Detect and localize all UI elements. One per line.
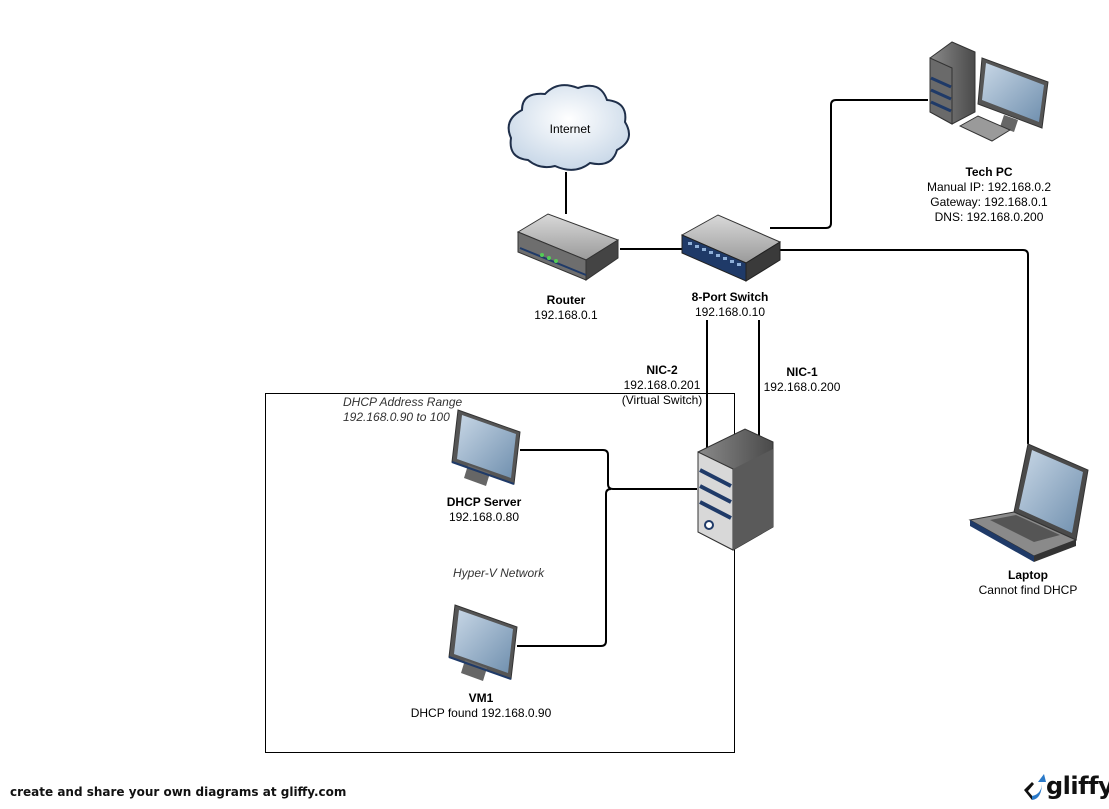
tech-pc-icon <box>929 41 1049 142</box>
hyperv-network-box <box>265 393 735 753</box>
connections <box>517 99 1029 647</box>
dhcp-server-ip: 192.168.0.80 <box>448 510 520 524</box>
nic2-label: NIC-2 192.168.0.201 (Virtual Switch) <box>612 363 712 408</box>
tech-pc-label: Tech PC Manual IP: 192.168.0.2 Gateway: … <box>918 165 1060 225</box>
dhcp-server-label: DHCP Server 192.168.0.80 <box>424 495 544 525</box>
internet-cloud-icon <box>507 84 631 171</box>
vm1-status: DHCP found 192.168.0.90 <box>410 706 552 720</box>
laptop-status: Cannot find DHCP <box>978 583 1078 597</box>
nic1-name: NIC-1 <box>786 365 818 379</box>
dhcp-range-value: 192.168.0.90 to 100 <box>343 410 450 424</box>
router-icon <box>516 213 620 281</box>
laptop-icon <box>968 443 1089 562</box>
switch-ip: 192.168.0.10 <box>694 305 766 319</box>
link-switch-techpc <box>770 99 928 229</box>
gliffy-logo[interactable]: gliffy <box>1020 772 1109 806</box>
internet-label: Internet <box>549 122 591 136</box>
laptop-label: Laptop Cannot find DHCP <box>968 568 1088 598</box>
router-label: Router 192.168.0.1 <box>506 293 626 323</box>
nic2-name: NIC-2 <box>646 363 678 377</box>
switch-icon <box>680 214 782 282</box>
laptop-name: Laptop <box>1008 568 1048 582</box>
router-ip: 192.168.0.1 <box>534 308 598 322</box>
vm1-label: VM1 DHCP found 192.168.0.90 <box>401 691 561 721</box>
switch-name: 8-Port Switch <box>691 290 769 304</box>
tech-pc-manual-ip: Manual IP: 192.168.0.2 <box>926 180 1052 194</box>
gliffy-brand-text: gliffy <box>1046 772 1109 800</box>
hyperv-network-label: Hyper-V Network <box>453 566 545 580</box>
link-dhcp-server-hv <box>520 449 697 490</box>
link-vm1-hv <box>517 488 612 647</box>
vm1-monitor-icon <box>448 604 518 681</box>
hyperv-host-tower-icon <box>697 428 774 551</box>
footer-text[interactable]: create and share your own diagrams at gl… <box>10 785 347 799</box>
tech-pc-gateway: Gateway: 192.168.0.1 <box>930 195 1048 209</box>
dhcp-server-monitor-icon <box>451 409 521 486</box>
tech-pc-name: Tech PC <box>965 165 1013 179</box>
nic2-ip: 192.168.0.201 <box>623 378 701 392</box>
router-name: Router <box>546 293 586 307</box>
nic2-note: (Virtual Switch) <box>621 393 703 407</box>
dhcp-range-title: DHCP Address Range <box>343 395 463 409</box>
nic1-ip: 192.168.0.200 <box>763 380 841 394</box>
tech-pc-dns: DNS: 192.168.0.200 <box>934 210 1044 224</box>
nic1-label: NIC-1 192.168.0.200 <box>754 365 850 395</box>
dhcp-server-name: DHCP Server <box>446 495 522 509</box>
switch-label: 8-Port Switch 192.168.0.10 <box>670 290 790 320</box>
vm1-name: VM1 <box>468 691 494 705</box>
gliffy-arrow-icon <box>1024 774 1046 800</box>
link-switch-laptop <box>778 249 1029 444</box>
